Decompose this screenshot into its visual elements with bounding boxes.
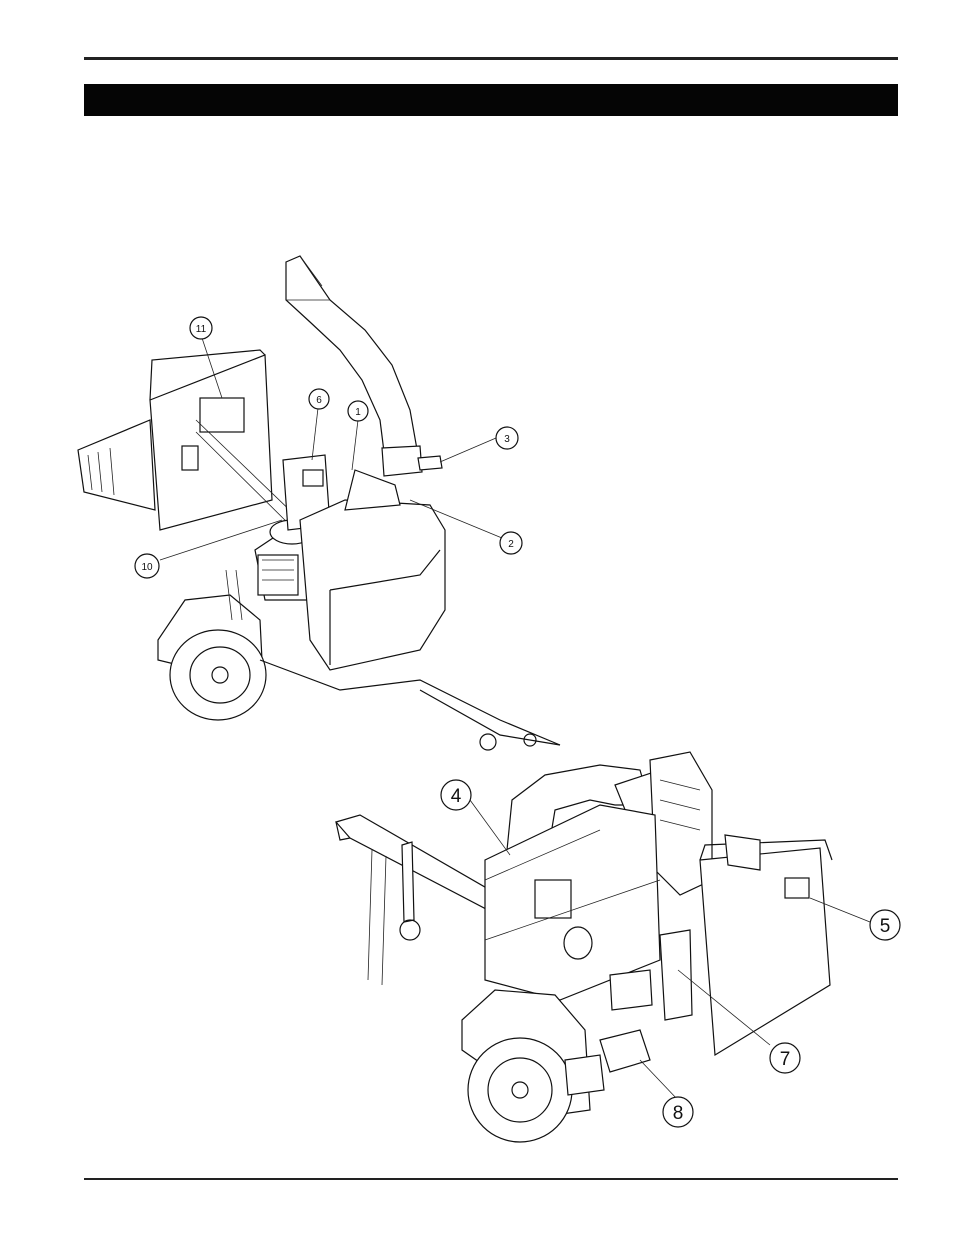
svg-text:10: 10 (141, 562, 153, 573)
footer-rule (84, 1178, 898, 1180)
section-header-bar (84, 84, 898, 116)
top-chipper-drawing (77, 255, 561, 751)
svg-text:11: 11 (196, 324, 207, 335)
callout-3: 3 (495, 426, 519, 450)
svg-text:3: 3 (504, 434, 510, 445)
svg-text:1: 1 (355, 407, 361, 418)
callout-1: 1 (347, 400, 369, 422)
svg-text:4: 4 (451, 786, 462, 807)
svg-text:2: 2 (508, 539, 514, 550)
callout-6: 6 (308, 388, 330, 410)
callout-4: 4 (440, 779, 472, 811)
callout-5: 5 (869, 909, 901, 941)
callout-10: 10 (134, 553, 160, 579)
svg-text:8: 8 (673, 1103, 684, 1124)
svg-text:7: 7 (780, 1049, 791, 1070)
bottom-chipper-drawing (334, 751, 871, 1143)
callout-7: 7 (769, 1042, 801, 1074)
callout-2: 2 (499, 531, 523, 555)
svg-text:5: 5 (880, 916, 891, 937)
callout-11: 11 (189, 316, 213, 340)
callout-8: 8 (662, 1096, 694, 1128)
svg-text:6: 6 (316, 395, 322, 406)
header-rule (84, 57, 898, 60)
